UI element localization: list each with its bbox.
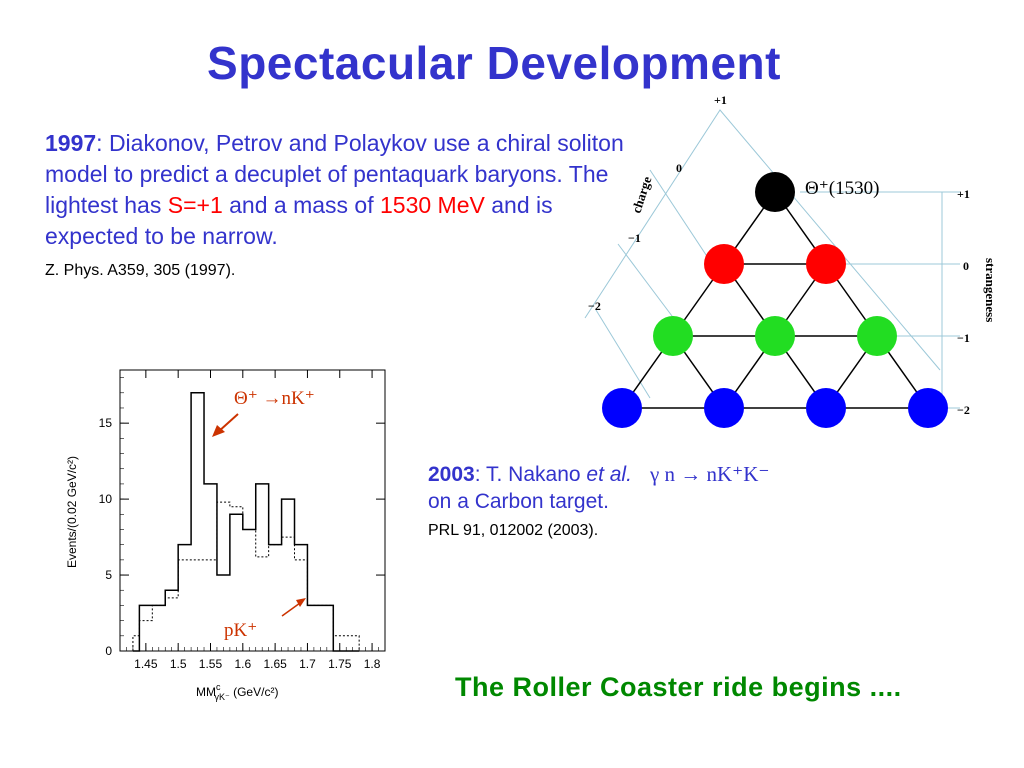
baryon-node bbox=[755, 316, 795, 356]
x-tick-label: 1.75 bbox=[328, 657, 352, 671]
x-axis-label-sup: c bbox=[216, 682, 221, 692]
x-tick-label: 1.8 bbox=[364, 657, 381, 671]
pk-arrow-line bbox=[281, 602, 301, 617]
theta-annotation: Θ⁺ →nK⁺ bbox=[234, 388, 315, 409]
x-tick-label: 1.55 bbox=[199, 657, 223, 671]
decuplet-nodes bbox=[602, 172, 948, 428]
solid-histogram-series bbox=[132, 392, 360, 652]
dotted-histogram-series bbox=[132, 501, 360, 651]
charge-tick: −1 bbox=[628, 231, 641, 245]
x-axis-label-main: MM bbox=[196, 685, 216, 699]
text-1997-c: and is expected to be narrow. bbox=[45, 192, 553, 249]
year-1997: 1997 bbox=[45, 130, 97, 156]
reference-1997: Z. Phys. A359, 305 (1997). bbox=[45, 262, 236, 279]
charge-tick: +1 bbox=[714, 93, 727, 107]
tagline: The Roller Coaster ride begins .... bbox=[455, 672, 902, 702]
pk-annotation: pK⁺ bbox=[224, 620, 257, 641]
pk-arrow-head bbox=[296, 598, 306, 607]
text-2003-a: : T. Nakano bbox=[474, 463, 587, 486]
text-1997-a: : Diakonov, Petrov and Polaykov use a ch… bbox=[45, 130, 624, 218]
charge-tick: −2 bbox=[588, 299, 601, 313]
x-axis-label-sub: γK⁻ bbox=[215, 692, 231, 702]
x-tick-label: 1.45 bbox=[134, 657, 158, 671]
baryon-node bbox=[653, 316, 693, 356]
mass-value: 1530 MeV bbox=[380, 192, 485, 218]
strangeness-tick: −2 bbox=[957, 403, 970, 417]
charge-tick: 0 bbox=[676, 161, 682, 175]
baryon-node bbox=[704, 244, 744, 284]
page-title: Spectacular Development bbox=[207, 37, 781, 89]
baryon-node bbox=[857, 316, 897, 356]
strangeness-tick: 0 bbox=[963, 259, 969, 273]
strangeness-tick: +1 bbox=[957, 187, 970, 201]
theta-label: Θ⁺(1530) bbox=[805, 178, 879, 199]
reaction-formula: γ n → nK⁺K⁻ bbox=[649, 462, 770, 486]
y-tick-label: 5 bbox=[105, 568, 112, 582]
plot-frame bbox=[119, 369, 386, 652]
baryon-node bbox=[806, 388, 846, 428]
paragraph-1997: 1997: Diakonov, Petrov and Polaykov use … bbox=[45, 128, 630, 252]
text-1997-b: and a mass of bbox=[222, 192, 380, 218]
baryon-node bbox=[602, 388, 642, 428]
baryon-node bbox=[806, 244, 846, 284]
charge-axis-outline bbox=[584, 109, 941, 371]
year-2003: 2003 bbox=[428, 463, 475, 486]
baryon-node bbox=[908, 388, 948, 428]
y-tick-label: 0 bbox=[105, 644, 112, 658]
reference-2003: PRL 91, 012002 (2003). bbox=[428, 522, 599, 539]
x-tick-label: 1.65 bbox=[263, 657, 287, 671]
x-tick-label: 1.7 bbox=[299, 657, 316, 671]
y-tick-label: 10 bbox=[99, 492, 113, 506]
charge-guide-line bbox=[595, 309, 651, 399]
x-tick-label: 1.5 bbox=[170, 657, 187, 671]
x-tick-label: 1.6 bbox=[234, 657, 251, 671]
paragraph-2003: 2003: T. Nakano et al. γ n → nK⁺K⁻ on a Ca… bbox=[428, 461, 898, 515]
text-2003-b: on a Carbon target. bbox=[428, 490, 609, 513]
baryon-node bbox=[755, 172, 795, 212]
strangeness-tick: −1 bbox=[957, 331, 970, 345]
x-axis-label-unit: (GeV/c²) bbox=[230, 685, 279, 699]
et-al: et al. bbox=[586, 463, 632, 486]
strangeness-label: strangeness bbox=[983, 258, 998, 322]
strangeness-value: S=+1 bbox=[167, 192, 223, 218]
y-axis-label: Events/(0.02 GeV/c²) bbox=[65, 456, 79, 568]
theta-arrow-head bbox=[212, 425, 225, 437]
baryon-node bbox=[704, 388, 744, 428]
y-tick-label: 15 bbox=[99, 416, 113, 430]
charge-guide-line bbox=[649, 169, 717, 271]
